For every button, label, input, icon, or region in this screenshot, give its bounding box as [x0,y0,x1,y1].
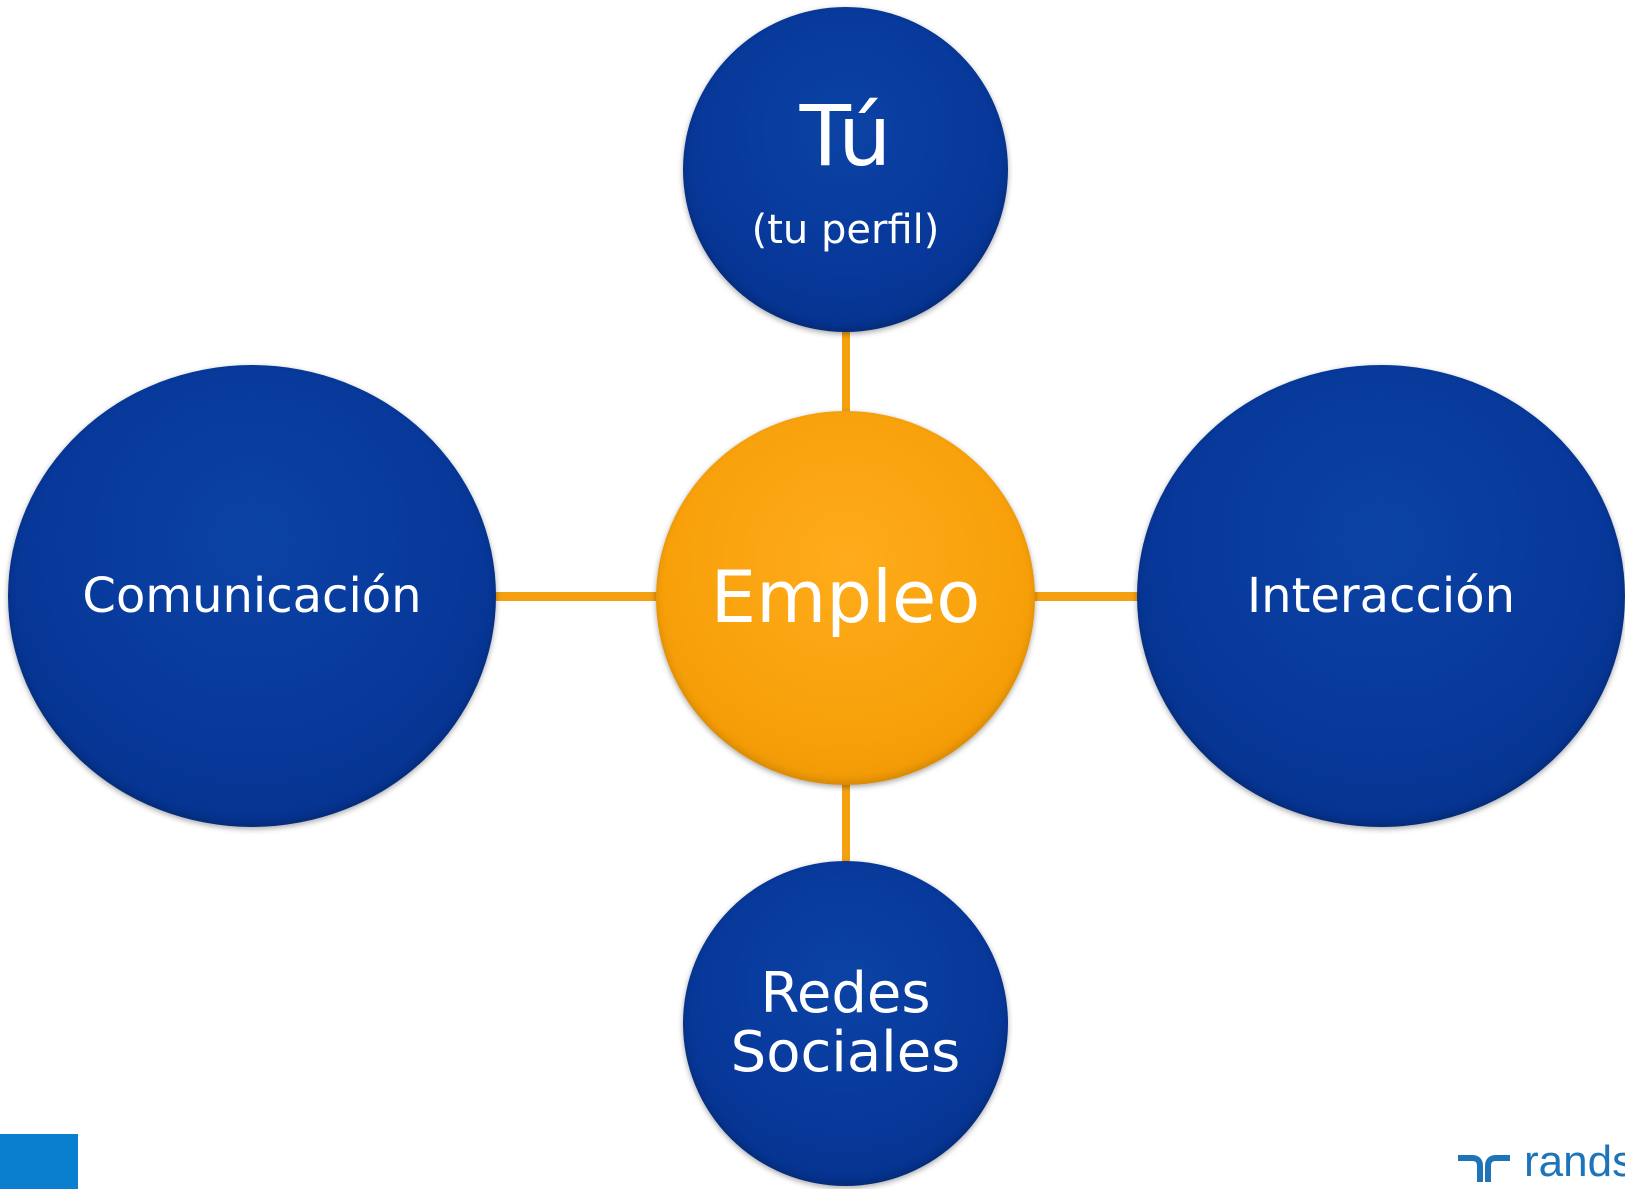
corner-accent-square [0,1134,78,1189]
connector-right [1032,592,1140,601]
connector-bottom [842,782,850,862]
randstad-logo: randstad [1456,1140,1625,1189]
node-empleo: Empleo [656,411,1035,785]
randstad-logo-icon [1458,1155,1510,1182]
node-tu-subtitle: (tu perfil) [751,206,940,253]
node-empleo-label: Empleo [710,555,981,640]
node-redes-line1: Redes [760,960,931,1026]
node-interaccion: Interacción [1137,365,1625,827]
node-interaccion-label: Interacción [1247,567,1515,624]
node-tu-title: Tú [799,87,892,186]
node-comunicacion-label: Comunicación [82,567,422,624]
connector-top [842,330,850,415]
node-redes-line2: Sociales [730,1019,961,1085]
connector-left [494,592,658,601]
node-tu: Tú (tu perfil) [683,7,1008,332]
randstad-logo-text: randstad [1524,1140,1625,1186]
node-redes-sociales: Redes Sociales [683,861,1008,1186]
node-comunicacion: Comunicación [8,365,496,827]
